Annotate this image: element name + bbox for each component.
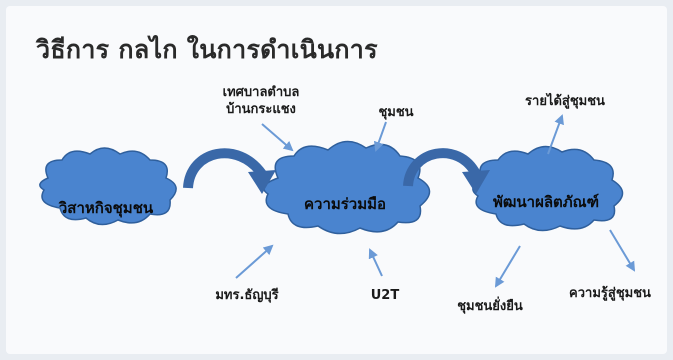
label-community: ชุมชน	[378, 105, 414, 120]
curved-arrow-2	[403, 148, 490, 194]
label-sustainable: ชุมชนยั่งยืน	[457, 299, 523, 314]
cloud-product-dev	[472, 145, 624, 232]
cloud-cooperation	[263, 140, 431, 235]
arrow-community	[373, 121, 387, 152]
cloud-enterprise	[39, 147, 177, 226]
arrow-income	[547, 114, 564, 155]
arrow-university	[235, 244, 274, 279]
label-municipality: เทศบาลตำบล บ้านกระแชง	[196, 84, 326, 118]
label-knowledge: ความรู้สู่ชุมชน	[569, 286, 651, 301]
node-cooperation: ความร่วมมือ	[303, 195, 387, 213]
arrow-u2t	[368, 248, 383, 277]
arrow-municipality	[261, 123, 294, 152]
label-u2t: U2T	[370, 288, 400, 303]
node-product-dev: พัฒนาผลิตภัณฑ์	[492, 193, 600, 211]
label-university: มทร.ธัญบุรี	[215, 288, 279, 303]
label-municipality-line1: เทศบาลตำบล	[222, 85, 300, 100]
node-enterprise: วิสาหกิจชุมชน	[58, 199, 154, 217]
page-title: วิธีการ กลไก ในการดำเนินการ	[36, 35, 378, 64]
curved-arrow-1	[183, 148, 276, 194]
arrow-sustainable	[494, 245, 521, 288]
arrow-knowledge	[609, 229, 636, 272]
label-income: รายได้สู่ชุมชน	[525, 94, 605, 109]
label-municipality-line2: บ้านกระแชง	[226, 102, 296, 117]
